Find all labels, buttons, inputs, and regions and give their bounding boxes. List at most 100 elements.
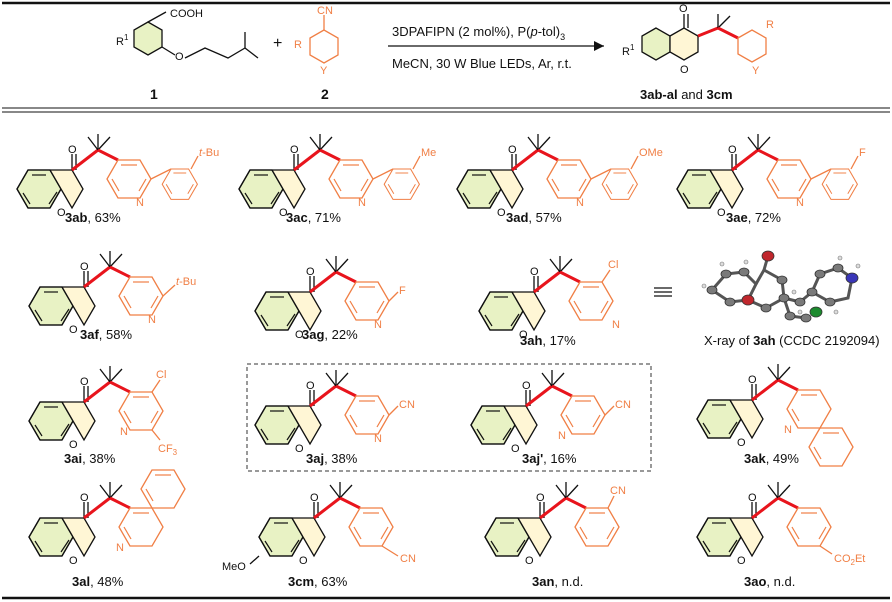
svg-text:O: O — [279, 207, 288, 219]
svg-text:O: O — [310, 492, 319, 504]
svg-text:O: O — [299, 555, 308, 567]
plus-sign: + — [273, 35, 282, 52]
label-3ag: 3ag, 22% — [302, 327, 358, 342]
product-r1: R1 — [622, 43, 635, 58]
product-general: O O R Y R1 3ab-al and 3cm — [622, 3, 774, 102]
svg-text:O: O — [511, 443, 520, 455]
xray-caption: X-ray of 3ah (CCDC 2192094) — [704, 333, 880, 348]
svg-text:N: N — [576, 197, 584, 209]
r-label: R — [294, 39, 302, 51]
label-3ae: 3ae, 72% — [726, 210, 781, 225]
svg-text:O: O — [737, 555, 746, 567]
svg-text:N: N — [784, 424, 792, 436]
r1-label: R1 — [116, 33, 129, 48]
product-y: Y — [752, 65, 760, 77]
label-3af: 3af, 58% — [80, 327, 132, 342]
label-3cm: 3cm, 63% — [288, 574, 348, 589]
svg-text:O: O — [57, 207, 66, 219]
svg-text:N: N — [558, 430, 566, 442]
svg-text:O: O — [737, 437, 746, 449]
structure-3aj-prime: O O N CN — [469, 369, 631, 455]
svg-text:O: O — [69, 324, 78, 336]
label-3al: 3al, 48% — [72, 574, 124, 589]
svg-text:O: O — [728, 144, 737, 156]
svg-text:O: O — [306, 266, 315, 278]
structure-3ab: O O N t-Bu — [15, 133, 219, 219]
label-3an: 3an, n.d. — [532, 574, 583, 589]
svg-text:O: O — [519, 329, 528, 341]
svg-text:O: O — [530, 266, 539, 278]
compound-2-label: 2 — [321, 86, 329, 102]
svg-text:O: O — [536, 492, 545, 504]
conditions-top: 3DPAFIPN (2 mol%), P(p-tol)3 — [392, 24, 565, 42]
product-label: 3ab-al and 3cm — [640, 87, 733, 102]
dashed-box — [246, 363, 652, 472]
structure-3aj: O O N CN — [253, 369, 415, 455]
svg-text:O: O — [748, 492, 757, 504]
svg-text:N: N — [374, 433, 382, 445]
svg-text:O: O — [522, 380, 531, 392]
label-3ad: 3ad, 57% — [506, 210, 562, 225]
conditions-bottom: MeCN, 30 W Blue LEDs, Ar, r.t. — [392, 56, 572, 71]
structure-3ah: O O N Cl — [477, 255, 620, 341]
structure-3af: O O N t-Bu — [27, 250, 196, 336]
svg-text:O: O — [290, 144, 299, 156]
ring-o: O — [680, 64, 689, 76]
svg-text:O: O — [69, 439, 78, 451]
svg-text:MeO: MeO — [222, 561, 246, 573]
structure-3ag: O O N F — [253, 255, 406, 341]
equivalence-symbol — [654, 287, 672, 297]
svg-text:O: O — [508, 144, 517, 156]
structure-3cm: O O MeO CN — [222, 481, 416, 573]
svg-text:N: N — [796, 197, 804, 209]
structure-3ac: O O N Me — [237, 133, 436, 219]
structure-3ak: O O N — [695, 363, 854, 467]
svg-text:Me: Me — [421, 147, 436, 159]
svg-text:F: F — [859, 147, 866, 159]
svg-text:t-Bu: t-Bu — [176, 276, 196, 288]
svg-text:O: O — [306, 380, 315, 392]
oxygen-label: O — [175, 51, 184, 63]
svg-text:CO2Et: CO2Et — [834, 553, 865, 567]
svg-text:CN: CN — [399, 399, 415, 411]
reaction-arrow: 3DPAFIPN (2 mol%), P(p-tol)3 MeCN, 30 W … — [388, 24, 604, 71]
svg-text:N: N — [120, 426, 128, 438]
svg-text:N: N — [612, 319, 620, 331]
svg-text:O: O — [748, 374, 757, 386]
structure-3ad: O O N OMe — [455, 133, 663, 219]
label-3aj: 3aj, 38% — [306, 451, 358, 466]
cn-label: CN — [317, 5, 333, 17]
svg-text:CN: CN — [400, 553, 416, 565]
product-r: R — [766, 19, 774, 31]
svg-text:O: O — [497, 207, 506, 219]
svg-text:t-Bu: t-Bu — [199, 147, 219, 159]
label-3ai: 3ai, 38% — [64, 451, 116, 466]
svg-text:O: O — [525, 555, 534, 567]
svg-text:CF3: CF3 — [158, 443, 178, 457]
svg-text:O: O — [68, 144, 77, 156]
svg-text:O: O — [80, 492, 89, 504]
structure-3ae: O O N F — [675, 133, 866, 219]
svg-text:N: N — [136, 197, 144, 209]
structure-3an: O O CN — [483, 481, 626, 567]
svg-text:N: N — [358, 197, 366, 209]
svg-text:F: F — [399, 285, 406, 297]
label-3ao: 3ao, n.d. — [744, 574, 795, 589]
svg-text:CN: CN — [610, 485, 626, 497]
cooh-label: COOH — [170, 8, 203, 20]
svg-text:OMe: OMe — [639, 147, 663, 159]
structure-3ai: O O N Cl CF3 — [27, 365, 178, 457]
product-o: O — [679, 3, 688, 15]
svg-text:Cl: Cl — [156, 369, 166, 381]
label-3ac: 3ac, 71% — [286, 210, 341, 225]
svg-text:N: N — [148, 314, 156, 326]
svg-text:O: O — [69, 555, 78, 567]
label-3ak: 3ak, 49% — [744, 451, 799, 466]
svg-text:O: O — [295, 329, 304, 341]
svg-text:O: O — [80, 261, 89, 273]
structure-3ao: O O CO2Et — [695, 481, 865, 567]
reactant-1: COOH O R1 1 — [116, 8, 259, 102]
xray-structure — [701, 250, 861, 323]
compound-1-label: 1 — [150, 86, 158, 102]
